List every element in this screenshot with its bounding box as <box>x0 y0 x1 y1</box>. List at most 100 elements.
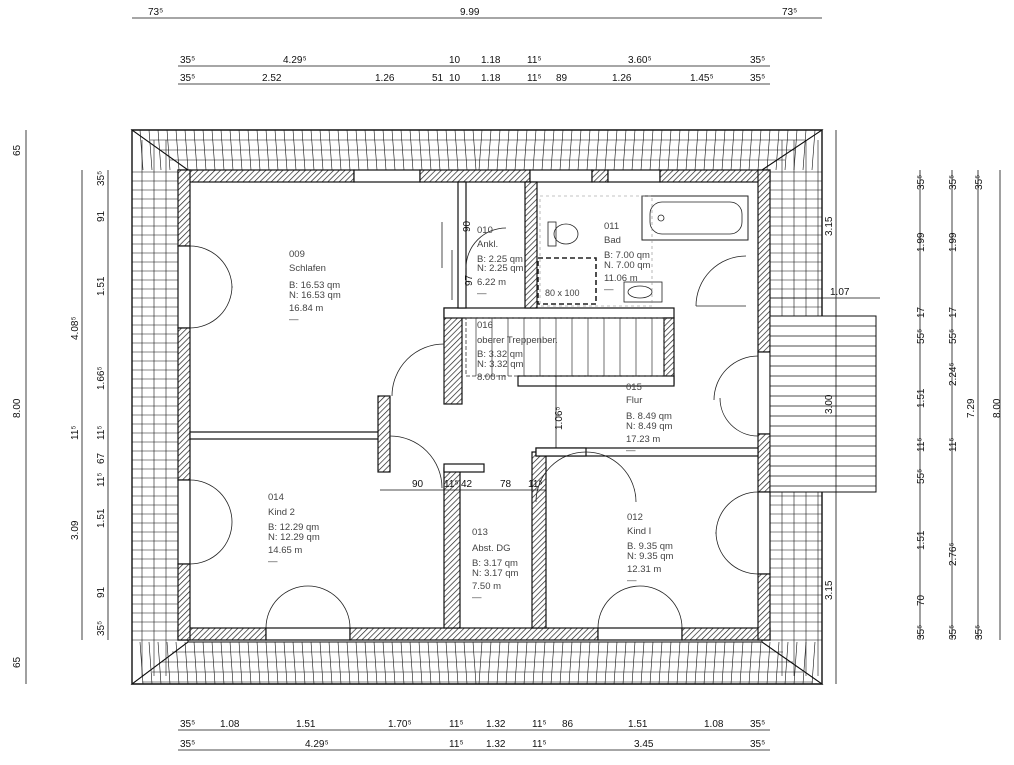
roof-tile-line <box>148 129 153 171</box>
svg-text:16.84 m: 16.84 m <box>289 303 323 314</box>
svg-text:B: 12.29 qm: B: 12.29 qm <box>268 522 319 533</box>
svg-text:N: 8.49 qm: N: 8.49 qm <box>626 421 673 432</box>
svg-text:N: 16.53 qm: N: 16.53 qm <box>289 290 341 301</box>
svg-text:3.15: 3.15 <box>824 580 835 600</box>
shower-label: 80 x 100 <box>545 288 580 298</box>
roof-tile-line <box>148 641 153 685</box>
svg-text:3.00: 3.00 <box>824 394 835 414</box>
dimensions-inner: 90 97 1.06⁵ 90 11⁵ 42 78 11⁵ <box>380 220 565 491</box>
roof-tile-line <box>811 129 816 171</box>
svg-text:—: — <box>477 288 487 299</box>
roof-tile-line <box>487 641 492 685</box>
svg-text:35⁵: 35⁵ <box>916 625 927 640</box>
roof-tile-line <box>478 641 483 685</box>
svg-text:55⁵: 55⁵ <box>948 329 959 344</box>
svg-text:1.51: 1.51 <box>296 719 316 730</box>
svg-text:11⁵: 11⁵ <box>70 425 81 440</box>
roof-tile-line <box>400 641 405 685</box>
roof-tile-line <box>577 641 582 685</box>
svg-text:11⁵: 11⁵ <box>532 719 547 730</box>
room-bad: 011 Bad B: 7.00 qm N. 7.00 qm 11.06 m — <box>604 221 651 295</box>
svg-text:011: 011 <box>604 221 619 232</box>
svg-text:Schlafen: Schlafen <box>289 263 326 274</box>
svg-text:N: 9.35 qm: N: 9.35 qm <box>627 551 674 562</box>
roof-tile-line <box>211 641 216 685</box>
svg-text:91: 91 <box>96 210 107 222</box>
svg-text:97: 97 <box>464 274 475 286</box>
dimensions-right: 1.07 3.15 3.00 3.15 35⁵ 1.99 17 55⁵ 1.51… <box>770 130 1003 684</box>
svg-text:1.51: 1.51 <box>916 530 927 550</box>
roof-tile-line <box>793 641 798 685</box>
svg-text:Flur: Flur <box>626 395 642 406</box>
svg-text:2.76⁵: 2.76⁵ <box>948 542 959 566</box>
svg-text:7.50 m: 7.50 m <box>472 581 501 592</box>
svg-text:8.00: 8.00 <box>992 398 1003 418</box>
svg-text:1.18: 1.18 <box>481 55 501 66</box>
roof-tile-line <box>703 641 708 685</box>
svg-text:3.09: 3.09 <box>70 520 81 540</box>
roof-tile-line <box>631 641 636 685</box>
svg-text:35⁵: 35⁵ <box>750 55 765 66</box>
roof-tile-line <box>292 641 297 685</box>
svg-text:89: 89 <box>556 73 568 84</box>
svg-text:1.26: 1.26 <box>612 73 632 84</box>
dim-balcony: 1.07 <box>830 287 850 298</box>
dim-top1-b: 9.99 <box>460 7 480 18</box>
roof-tile-line <box>463 641 468 685</box>
roof-tile-line <box>712 641 717 685</box>
roof-tile-line <box>175 641 180 685</box>
svg-text:—: — <box>472 592 482 603</box>
bath-dashed-area <box>539 195 653 307</box>
svg-text:1.51: 1.51 <box>628 719 648 730</box>
roof-tile-line <box>184 641 189 685</box>
roof-tile-line <box>382 641 387 685</box>
svg-text:016: 016 <box>477 320 493 331</box>
svg-text:51: 51 <box>432 73 444 84</box>
roof-tile-line <box>694 641 699 685</box>
roof-tile-line <box>427 641 432 685</box>
svg-text:10: 10 <box>449 73 461 84</box>
room-schlafen: 009 Schlafen B: 16.53 qm N: 16.53 qm 16.… <box>289 249 341 325</box>
svg-text:6.22 m: 6.22 m <box>477 277 506 288</box>
roof-tile-line <box>346 641 351 685</box>
dimensions-left: 65 8.00 65 4.08⁵ 11⁵ 3.09 35⁵ 91 1.51 1.… <box>12 130 109 684</box>
roof-tile-line <box>640 641 645 685</box>
svg-text:8.00: 8.00 <box>12 398 23 418</box>
svg-text:35⁵: 35⁵ <box>750 739 765 750</box>
svg-text:4.08⁵: 4.08⁵ <box>70 316 81 340</box>
roof-tile-line <box>658 641 663 685</box>
balcony <box>769 315 877 493</box>
svg-text:67: 67 <box>96 452 107 464</box>
roof-tile-line <box>229 641 234 685</box>
svg-text:Abst. DG: Abst. DG <box>472 543 511 554</box>
svg-text:1.08: 1.08 <box>704 719 724 730</box>
roof-tile-line <box>166 641 171 685</box>
room-abst: 013 Abst. DG B: 3.17 qm N: 3.17 qm 7.50 … <box>472 527 519 603</box>
roof-tile-line <box>586 641 591 685</box>
roof-tile-line <box>202 641 207 685</box>
room-flur: 015 Flur B. 8.49 qm N: 8.49 qm 17.23 m — <box>626 382 673 456</box>
roof-tile-line <box>265 641 270 685</box>
roof-tile-line <box>238 641 243 685</box>
svg-text:009: 009 <box>289 249 305 260</box>
svg-text:11⁵: 11⁵ <box>527 55 542 66</box>
svg-text:11⁵: 11⁵ <box>948 437 959 452</box>
svg-text:1.99: 1.99 <box>948 232 959 252</box>
roof-tile-line <box>559 641 564 685</box>
svg-text:2.52: 2.52 <box>262 73 282 84</box>
svg-text:N: 3.17 qm: N: 3.17 qm <box>472 568 519 579</box>
room-kind1: 012 Kind I B. 9.35 qm N: 9.35 qm 12.31 m… <box>627 512 674 586</box>
svg-text:17: 17 <box>948 306 959 318</box>
roof-tile-line <box>757 641 762 685</box>
svg-text:—: — <box>626 445 636 456</box>
roof-tile-line <box>283 641 288 685</box>
roof-tile-line <box>391 641 396 685</box>
svg-text:B. 8.49 qm: B. 8.49 qm <box>626 411 672 422</box>
svg-text:B: 7.00 qm: B: 7.00 qm <box>604 250 650 261</box>
roof-tile-line <box>685 641 690 685</box>
roof-tile-line <box>604 641 609 685</box>
svg-text:—: — <box>627 575 637 586</box>
svg-text:2.24⁵: 2.24⁵ <box>948 362 959 386</box>
svg-text:35⁵: 35⁵ <box>750 73 765 84</box>
